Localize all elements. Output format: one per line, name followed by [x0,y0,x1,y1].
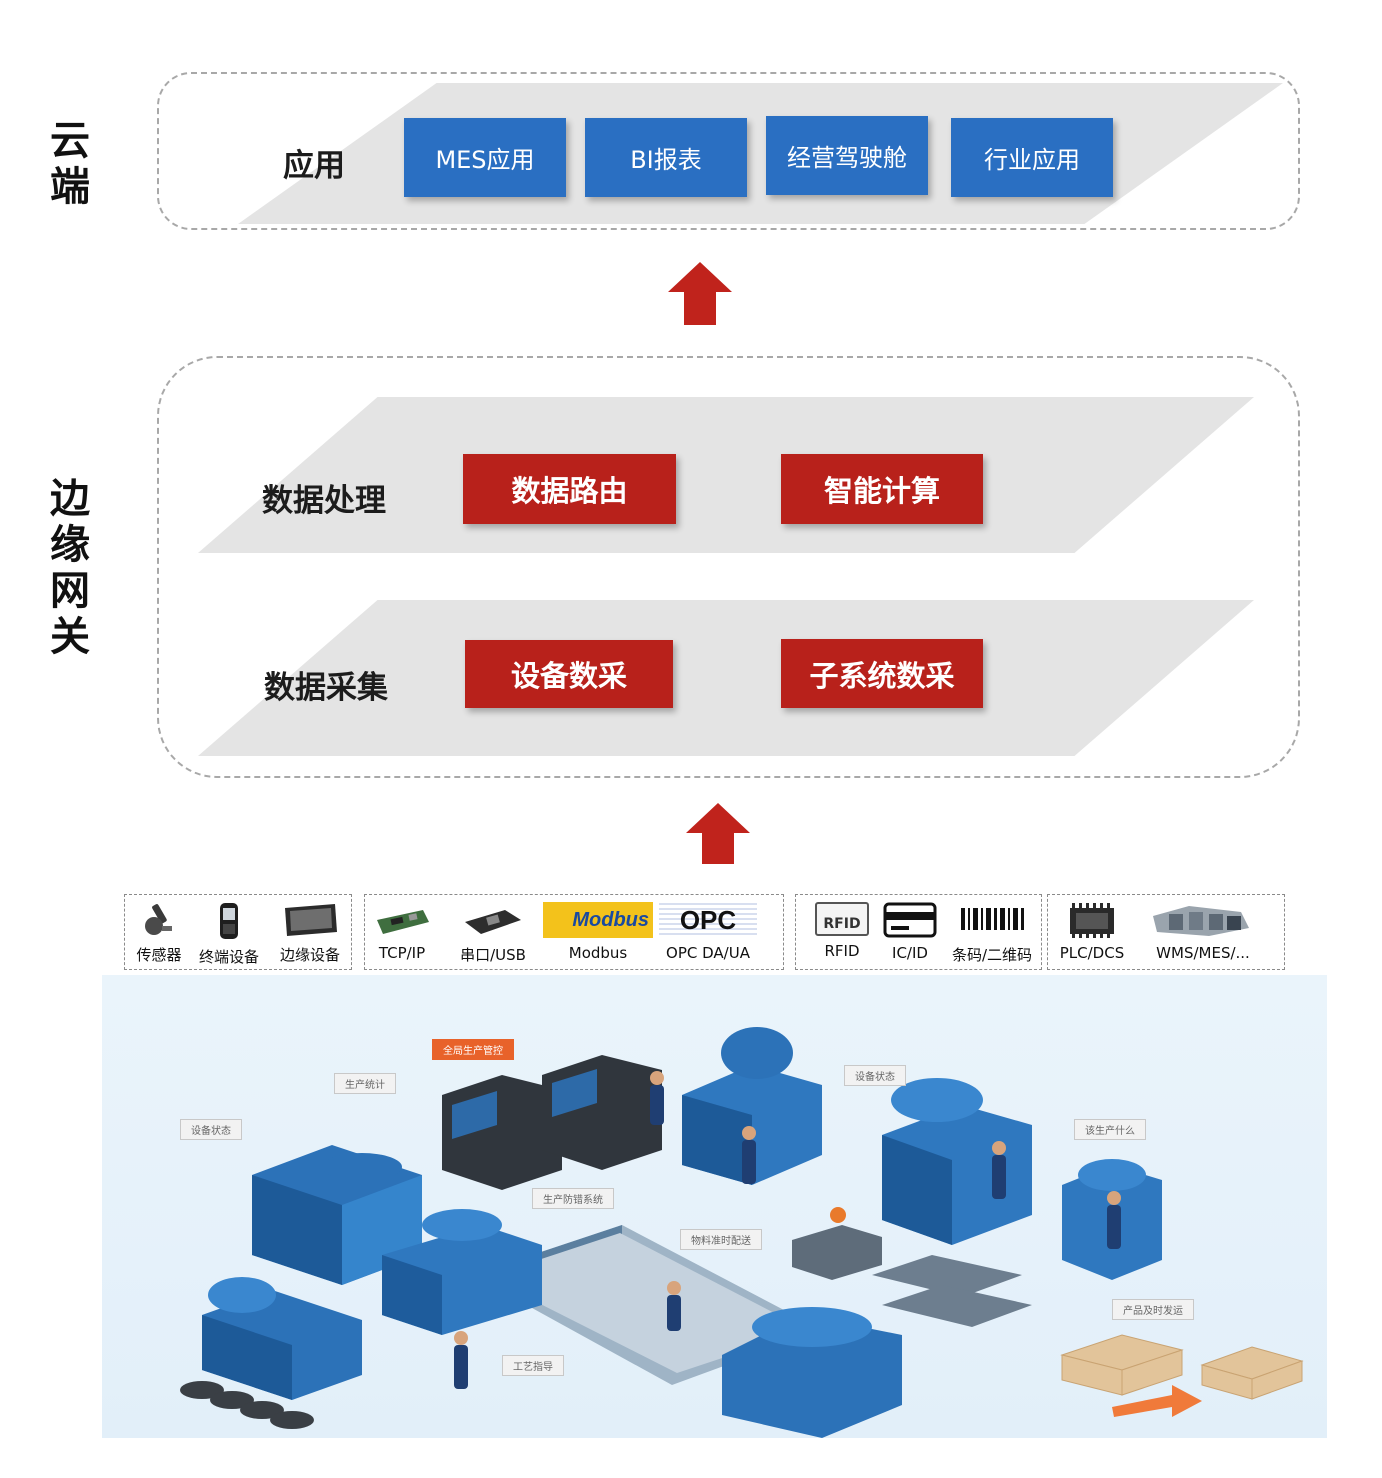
edge-device-label: 边缘设备 [279,946,340,964]
network-card-icon [377,910,429,934]
protocol-group [364,894,784,970]
warehouse-system-icon [1153,906,1249,936]
cloud-layer-label: 应用 [283,148,345,184]
factory-scene-graphic [180,1027,1304,1438]
serial-label: 串口/USB [460,946,526,964]
cockpit-box: 经营驾驶舱 [766,116,928,195]
data-routing-box: 数据路由 [463,454,676,524]
modbus-logo: Modbus [543,902,653,938]
processing-plane [198,397,1254,553]
source-terminal: 终端设备 [192,902,266,967]
source-plc: PLC/DCS [1054,902,1130,962]
plc-label: PLC/DCS [1059,944,1125,962]
edge-side-label-text: 边缘网关 [50,476,90,660]
subsystem-collect-box: 子系统数采 [781,639,983,708]
opc-label: OPC DA/UA [666,944,750,962]
tag-equipment-status-right: 设备状态 [844,1065,906,1086]
device-collect-box: 设备数采 [465,640,673,708]
barcode-label: 条码/二维码 [951,946,1033,964]
tag-timely-shipping: 产品及时发运 [1112,1299,1194,1320]
opc-logo-text: OPC [679,904,737,935]
source-modbus: Modbus Modbus [543,902,653,962]
tag-what-to-produce: 该生产什么 [1074,1119,1146,1140]
rfid-icon: RFID [815,902,869,936]
tag-global-control: 全局生产管控 [432,1039,514,1060]
processing-label: 数据处理 [262,483,386,519]
device-group [124,894,352,970]
edge-frame [157,356,1300,778]
collection-label: 数据采集 [264,670,388,706]
terminal-label: 终端设备 [198,948,259,966]
source-serial: 串口/USB [452,902,534,965]
barcode-icon [961,908,1024,930]
source-opc: OPC OPC DA/UA [658,902,758,962]
wms-label: WMS/MES/... [1156,944,1250,962]
modbus-logo-text: Modbus [572,908,649,931]
source-edge-device: 边缘设备 [272,902,348,965]
tag-equipment-status-left: 设备状态 [180,1119,242,1140]
sensor-icon [145,904,172,935]
source-wms: WMS/MES/... [1148,902,1258,962]
rfid-label: RFID [824,942,860,960]
factory-illustration: 全局生产管控 生产统计 设备状态 设备状态 该生产什么 生产防错系统 物料准时配… [102,975,1327,1438]
tag-process-guidance: 工艺指导 [502,1355,564,1376]
edge-device-icon [285,904,337,936]
up-arrow-icon [686,803,750,864]
rfid-logo-text: RFID [823,916,861,932]
up-arrow-icon [668,262,732,325]
cloud-side-label-text: 云端 [50,118,90,210]
mes-app-box: MES应用 [404,118,566,197]
tag-material-delivery: 物料准时配送 [680,1229,762,1250]
industry-app-box: 行业应用 [951,118,1113,197]
opc-logo: OPC [659,902,757,938]
terminal-device-icon [220,903,238,939]
smart-compute-box: 智能计算 [781,454,983,524]
bi-report-box: BI报表 [585,118,747,197]
source-icid: IC/ID [880,902,940,962]
icid-label: IC/ID [892,944,928,962]
card-icon [883,902,937,938]
source-rfid: RFID RFID [812,902,872,960]
plc-chip-icon [1070,903,1114,938]
tcpip-label: TCP/IP [378,944,426,962]
tag-error-proofing: 生产防错系统 [532,1188,614,1209]
source-sensor: 传感器 [130,902,188,965]
tag-production-stats: 生产统计 [334,1073,396,1094]
serial-board-icon [465,910,521,934]
cloud-side-label: 云端 [40,118,100,210]
modbus-label: Modbus [568,944,628,962]
collection-plane [198,600,1254,756]
cloud-frame [157,72,1300,230]
source-tcpip: TCP/IP [370,902,434,962]
edge-side-label: 边缘网关 [40,476,100,660]
identification-group [795,894,1042,970]
source-barcode: 条码/二维码 [944,902,1040,965]
system-group [1047,894,1285,970]
sensor-label: 传感器 [136,946,182,964]
